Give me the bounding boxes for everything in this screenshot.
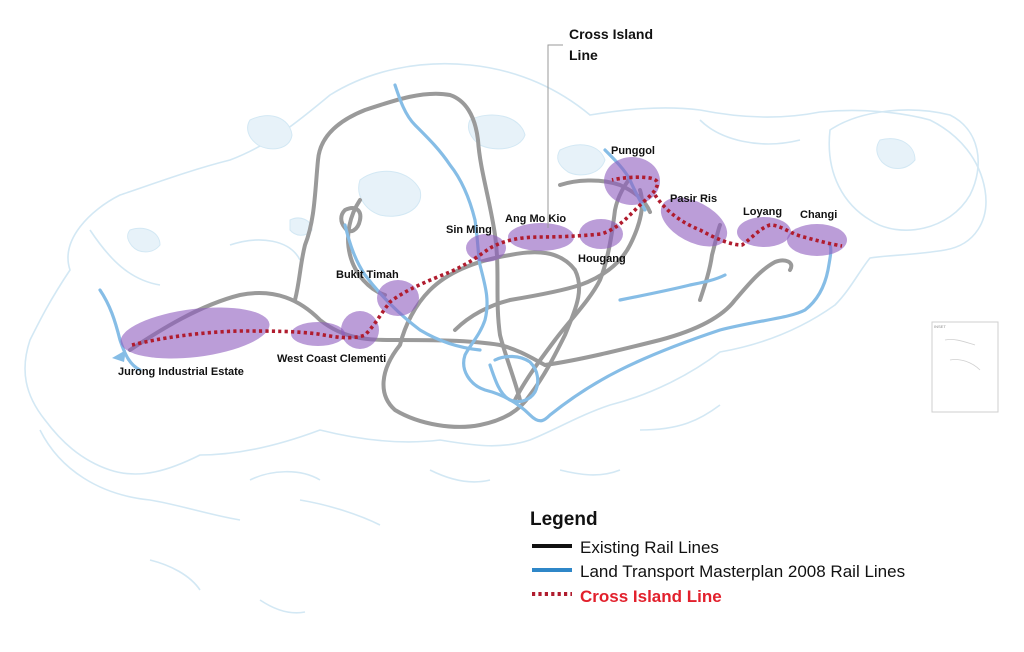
legend-label-cil: Cross Island Line [580, 587, 722, 606]
station-label-sin-ming: Sin Ming [446, 224, 492, 236]
coast-detail-6 [259, 599, 306, 614]
legend-label-ltmp: Land Transport Masterplan 2008 Rail Line… [580, 562, 905, 581]
coast-detail-1 [89, 229, 161, 286]
callout-label-line-2: Line [569, 47, 598, 63]
cross-island-line-route [131, 175, 843, 347]
coast-detail-2 [229, 239, 301, 261]
station-label-ang-mo-kio: Ang Mo Kio [505, 213, 566, 225]
callout-leader [547, 44, 563, 228]
legend-title: Legend [530, 509, 598, 530]
reservoirs [127, 114, 916, 253]
inset-map: INSET [931, 321, 999, 413]
jurong-region-line [98, 288, 142, 372]
inset-title: INSET [934, 324, 946, 329]
station-zone-hougang [579, 219, 623, 249]
station-label-jurong: Jurong Industrial Estate [118, 366, 244, 378]
reservoir-4 [557, 144, 606, 176]
station-label-west-coast-clementi: West Coast Clementi [277, 353, 386, 365]
station-label-bukit-timah: Bukit Timah [336, 269, 399, 281]
legend: Legend Existing Rail Lines Land Transpor… [530, 509, 905, 606]
circle-line-stage-6 [488, 354, 540, 404]
bukit-panjang-loop [339, 206, 363, 234]
station-zone-sin-ming [466, 234, 506, 262]
reservoir-1 [358, 170, 422, 217]
cross-island-line-callout: Cross Island Line [547, 26, 653, 228]
station-zone-loyang [737, 217, 791, 247]
reservoir-2 [247, 115, 293, 150]
circle-line [381, 250, 582, 429]
station-label-pasir-ris: Pasir Ris [670, 193, 717, 205]
coast-detail-3 [699, 119, 801, 145]
main-island-outline [24, 62, 987, 475]
station-zone-pasir-ris [660, 197, 728, 247]
east-coast-segment [618, 273, 727, 302]
station-label-hougang: Hougang [578, 253, 626, 265]
station-label-punggol: Punggol [611, 145, 655, 157]
coast-detail-5 [249, 470, 321, 481]
reservoir-7 [289, 217, 313, 236]
coast-detail-4 [639, 404, 721, 431]
coastline [24, 62, 987, 614]
station-label-changi: Changi [800, 209, 837, 221]
reservoir-3 [467, 114, 526, 150]
station-zone-clementi-link [341, 311, 379, 349]
legend-label-existing: Existing Rail Lines [580, 538, 719, 557]
station-zones [120, 157, 847, 359]
reservoir-6 [127, 227, 161, 253]
inset-outline [944, 339, 981, 371]
east-west-line-east [543, 258, 794, 367]
callout-label-line-1: Cross Island [569, 26, 653, 42]
southern-islands-outline [39, 429, 621, 526]
station-zone-punggol [604, 157, 660, 205]
jurong-arrow-icon [112, 350, 126, 362]
coast-detail-7 [149, 559, 201, 591]
downtown-line [346, 188, 644, 332]
tekong-island-outline [828, 109, 979, 231]
station-label-loyang: Loyang [743, 206, 782, 218]
reservoir-5 [876, 138, 916, 169]
station-labels: Jurong Industrial Estate West Coast Clem… [118, 145, 837, 378]
inset-frame [931, 321, 999, 413]
